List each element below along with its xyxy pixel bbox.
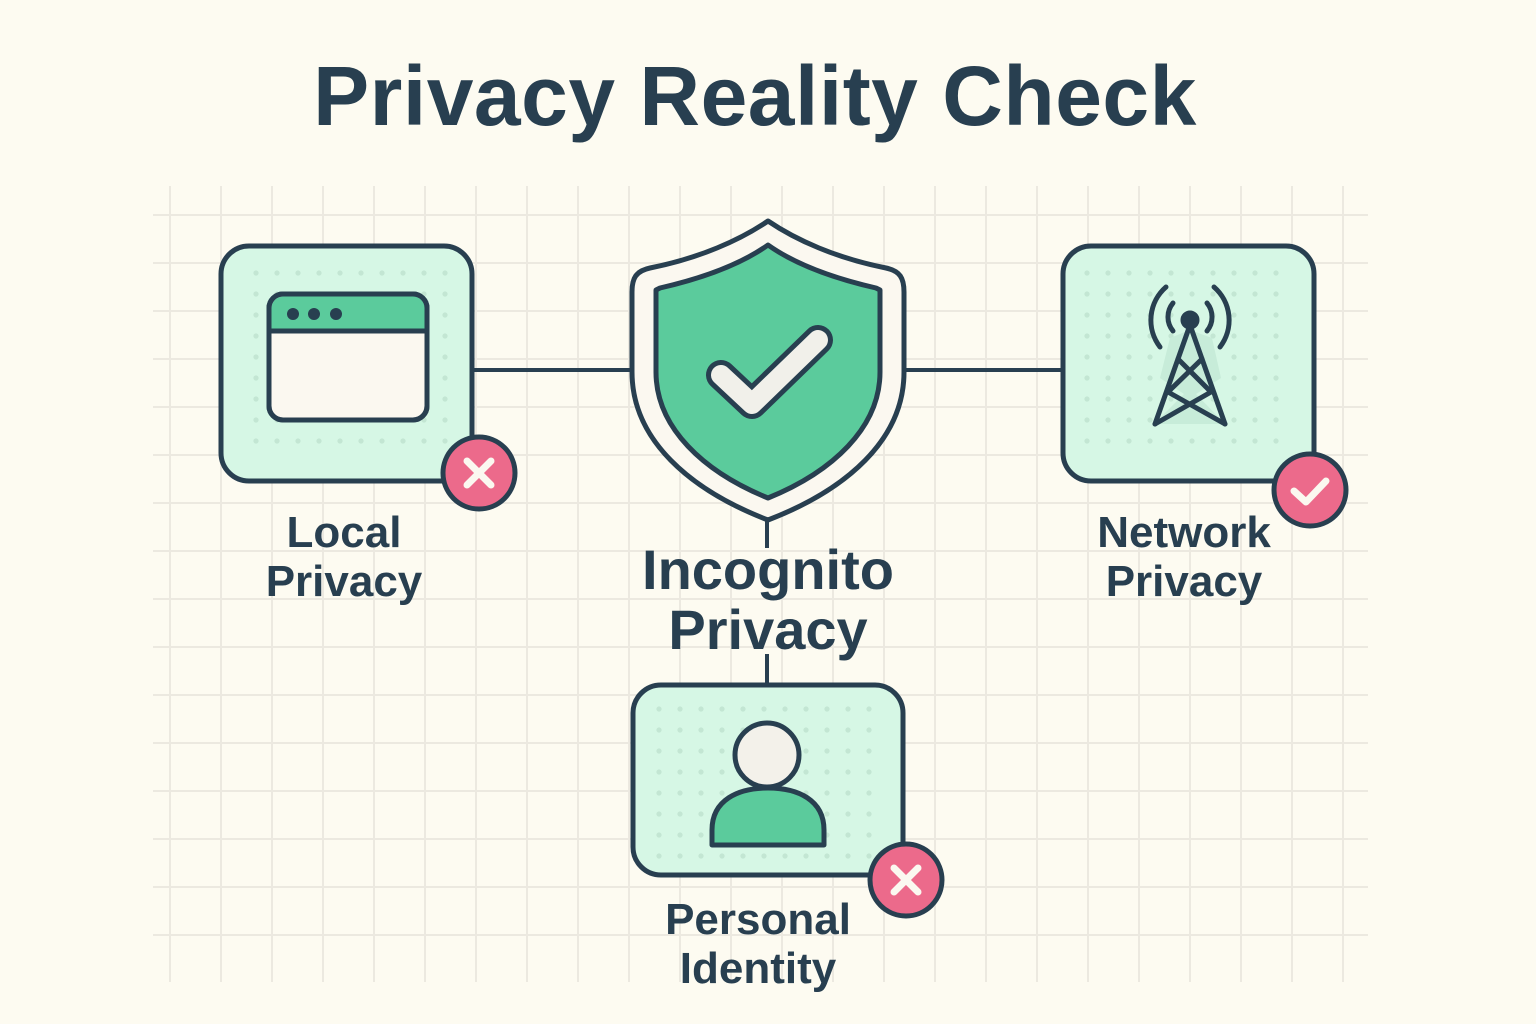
label-line: Incognito xyxy=(642,538,894,601)
page-title: Privacy Reality Check xyxy=(313,49,1197,143)
connectors xyxy=(472,368,1064,686)
node-local-privacy[interactable] xyxy=(218,243,518,512)
check-icon xyxy=(1290,477,1330,506)
radio-tower-icon xyxy=(1148,284,1232,427)
label-incognito-privacy: Incognito Privacy xyxy=(608,540,928,660)
status-badge-network xyxy=(1271,451,1349,529)
label-line: Identity xyxy=(679,944,837,994)
label-line: Privacy xyxy=(668,597,868,661)
x-icon xyxy=(890,864,922,896)
label-line: Network xyxy=(1097,508,1271,557)
node-personal-identity[interactable] xyxy=(630,682,945,919)
label-network-privacy: Network Privacy xyxy=(1068,508,1300,607)
shield-check-icon xyxy=(629,218,907,523)
node-incognito-privacy[interactable] xyxy=(629,218,907,523)
label-line: Personal xyxy=(665,895,851,944)
label-line: Privacy xyxy=(265,557,423,607)
user-icon xyxy=(709,720,827,848)
status-badge-identity xyxy=(867,841,945,919)
label-line: Local xyxy=(286,508,402,557)
status-badge-local xyxy=(440,434,518,512)
label-local-privacy: Local Privacy xyxy=(244,508,444,607)
browser-window-icon xyxy=(266,291,430,423)
node-network-privacy[interactable] xyxy=(1060,243,1349,529)
label-personal-identity: Personal Identity xyxy=(640,895,876,994)
x-icon xyxy=(463,457,495,489)
label-line: Privacy xyxy=(1105,557,1263,607)
